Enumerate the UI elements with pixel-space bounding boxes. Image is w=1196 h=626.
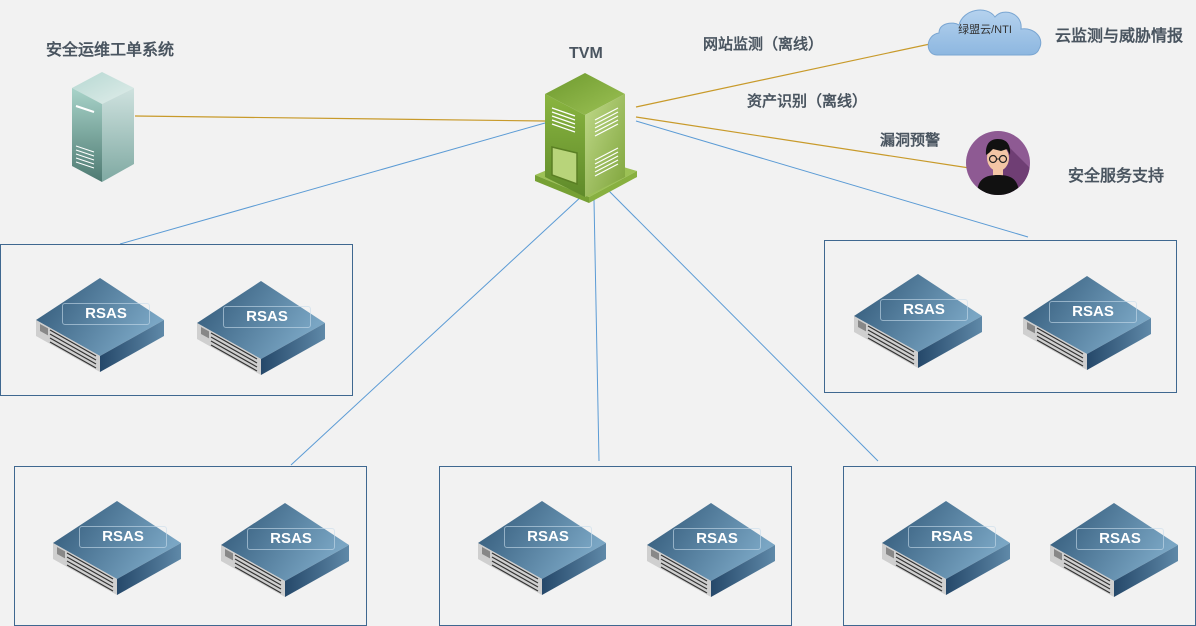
- tvm-label: TVM: [569, 45, 603, 62]
- link-tvm-group-bottom-center: [593, 199, 600, 462]
- edge-label-asset-identification: 资产识别（离线）: [747, 92, 868, 110]
- group-bottom-right-rsas-device-2[interactable]: RSAS: [1048, 501, 1180, 601]
- group-top-left-rsas-device-2[interactable]: RSAS: [195, 279, 327, 379]
- rsas-label: RSAS: [223, 306, 311, 328]
- rsas-label: RSAS: [1049, 301, 1137, 323]
- group-top-right-rsas-device-2[interactable]: RSAS: [1021, 274, 1153, 374]
- rsas-device-icon: [221, 503, 349, 597]
- tvm-server-icon[interactable]: [533, 71, 651, 207]
- rsas-device-icon: [854, 274, 982, 368]
- rsas-label: RSAS: [673, 528, 761, 550]
- cloud-label: 绿盟云/NTI: [958, 24, 1012, 36]
- support-caption: 安全服务支持: [1068, 166, 1165, 185]
- edge-label-vuln-alert: 漏洞预警: [880, 131, 941, 149]
- link-tvm-group-bottom-left: [290, 194, 584, 466]
- link-tvm-support: [635, 116, 977, 170]
- rsas-device-icon: [1050, 503, 1178, 597]
- group-top-right: [824, 240, 1177, 393]
- server-icon: [72, 72, 134, 182]
- rsas-device-icon: [647, 503, 775, 597]
- cloud-caption: 云监测与威胁情报: [1055, 26, 1184, 45]
- rsas-device-icon: [478, 501, 606, 595]
- edge-label-website-monitoring: 网站监测（离线）: [703, 35, 824, 53]
- rsas-device-icon: [197, 281, 325, 375]
- rsas-label: RSAS: [79, 526, 167, 548]
- group-bottom-right-rsas-device-1[interactable]: RSAS: [880, 499, 1012, 599]
- link-tvm-cloud: [635, 43, 931, 108]
- cloud-icon: [927, 9, 1042, 56]
- rsas-label: RSAS: [247, 528, 335, 550]
- group-top-left-rsas-device-1[interactable]: RSAS: [34, 276, 166, 376]
- link-tvm-group-bottom-right: [606, 188, 879, 462]
- group-top-right-rsas-device-1[interactable]: RSAS: [852, 272, 984, 372]
- rsas-label: RSAS: [880, 299, 968, 321]
- group-bottom-center-rsas-device-1[interactable]: RSAS: [476, 499, 608, 599]
- rsas-label: RSAS: [62, 303, 150, 325]
- group-bottom-center-rsas-device-2[interactable]: RSAS: [645, 501, 777, 601]
- cloud-node[interactable]: 绿盟云/NTI: [925, 3, 1045, 57]
- link-tvm-ops: [134, 115, 546, 122]
- rsas-label: RSAS: [1076, 528, 1164, 550]
- rsas-device-icon: [36, 278, 164, 372]
- rsas-device-icon: [53, 501, 181, 595]
- group-bottom-left-rsas-device-1[interactable]: RSAS: [51, 499, 183, 599]
- group-top-left: [0, 244, 353, 396]
- support-avatar-icon[interactable]: [963, 131, 1033, 195]
- link-tvm-group-top-right: [635, 120, 1029, 238]
- rsas-device-icon: [882, 501, 1010, 595]
- rsas-device-icon: [1023, 276, 1151, 370]
- rsas-label: RSAS: [504, 526, 592, 548]
- ops-system-label: 安全运维工单系统: [46, 40, 175, 59]
- link-tvm-group-top-left: [119, 122, 546, 245]
- group-bottom-left-rsas-device-2[interactable]: RSAS: [219, 501, 351, 601]
- rsas-label: RSAS: [908, 526, 996, 548]
